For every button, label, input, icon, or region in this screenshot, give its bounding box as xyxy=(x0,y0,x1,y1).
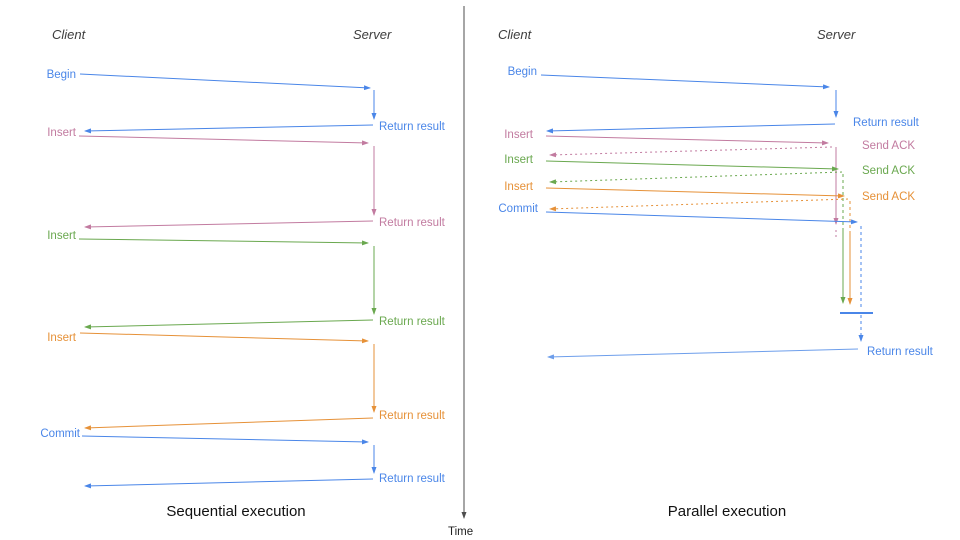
begin-request-line xyxy=(540,74,830,90)
response-label-insert-1: Return result xyxy=(379,217,446,229)
response-label-begin: Return result xyxy=(379,121,446,133)
commit-response-line xyxy=(84,478,374,489)
insert1-ack-line xyxy=(549,146,833,158)
ack-label-insert-3: Send ACK xyxy=(862,191,915,203)
insert3-request-line xyxy=(545,187,845,199)
response-label-insert-2: Return result xyxy=(379,316,446,328)
ack-label-insert-2: Send ACK xyxy=(862,165,915,177)
message-label-insert-3: Insert xyxy=(47,332,77,344)
message-label-commit: Commit xyxy=(40,428,80,440)
parallel-title: Parallel execution xyxy=(668,503,786,520)
response-label-commit: Return result xyxy=(867,346,934,358)
message-label-begin: Begin xyxy=(508,66,537,78)
sequential-title: Sequential execution xyxy=(166,503,305,520)
insert2-response-line xyxy=(84,319,374,330)
insert2-ack-line xyxy=(549,171,843,185)
message-label-insert-3: Insert xyxy=(504,181,534,193)
commit-request-line xyxy=(81,435,369,445)
insert3-ack-line xyxy=(549,198,849,212)
ack-label-insert-1: Send ACK xyxy=(862,140,915,152)
commit-response-line xyxy=(547,348,859,360)
insert2-request-line xyxy=(78,238,369,246)
server-actor-label: Server xyxy=(817,27,856,42)
message-label-begin: Begin xyxy=(47,69,76,81)
begin-request-line xyxy=(79,73,371,91)
message-label-insert-1: Insert xyxy=(504,129,534,141)
client-actor-label: Client xyxy=(52,27,87,42)
time-axis: Time xyxy=(448,6,473,538)
parallel-diagram: Client Server Begin Return result Insert… xyxy=(498,27,934,520)
begin-response-line xyxy=(546,123,836,134)
insert1-response-line xyxy=(84,220,374,230)
insert3-response-line xyxy=(84,417,374,431)
message-label-insert-2: Insert xyxy=(504,154,534,166)
insert1-request-line xyxy=(545,135,829,146)
insert2-request-line xyxy=(545,160,839,172)
insert1-request-line xyxy=(78,135,369,146)
message-label-insert-1: Insert xyxy=(47,127,77,139)
time-axis-label: Time xyxy=(448,526,473,538)
response-label-insert-3: Return result xyxy=(379,410,446,422)
commit-request-line xyxy=(545,211,858,225)
sequential-diagram: Client Server Begin Return result Insert… xyxy=(40,27,445,520)
client-actor-label: Client xyxy=(498,27,533,42)
response-label-commit: Return result xyxy=(379,473,446,485)
message-label-commit: Commit xyxy=(498,203,538,215)
server-actor-label: Server xyxy=(353,27,392,42)
message-label-insert-2: Insert xyxy=(47,230,77,242)
response-label-begin: Return result xyxy=(853,117,920,129)
begin-response-line xyxy=(84,124,374,134)
insert3-request-line xyxy=(79,332,369,344)
